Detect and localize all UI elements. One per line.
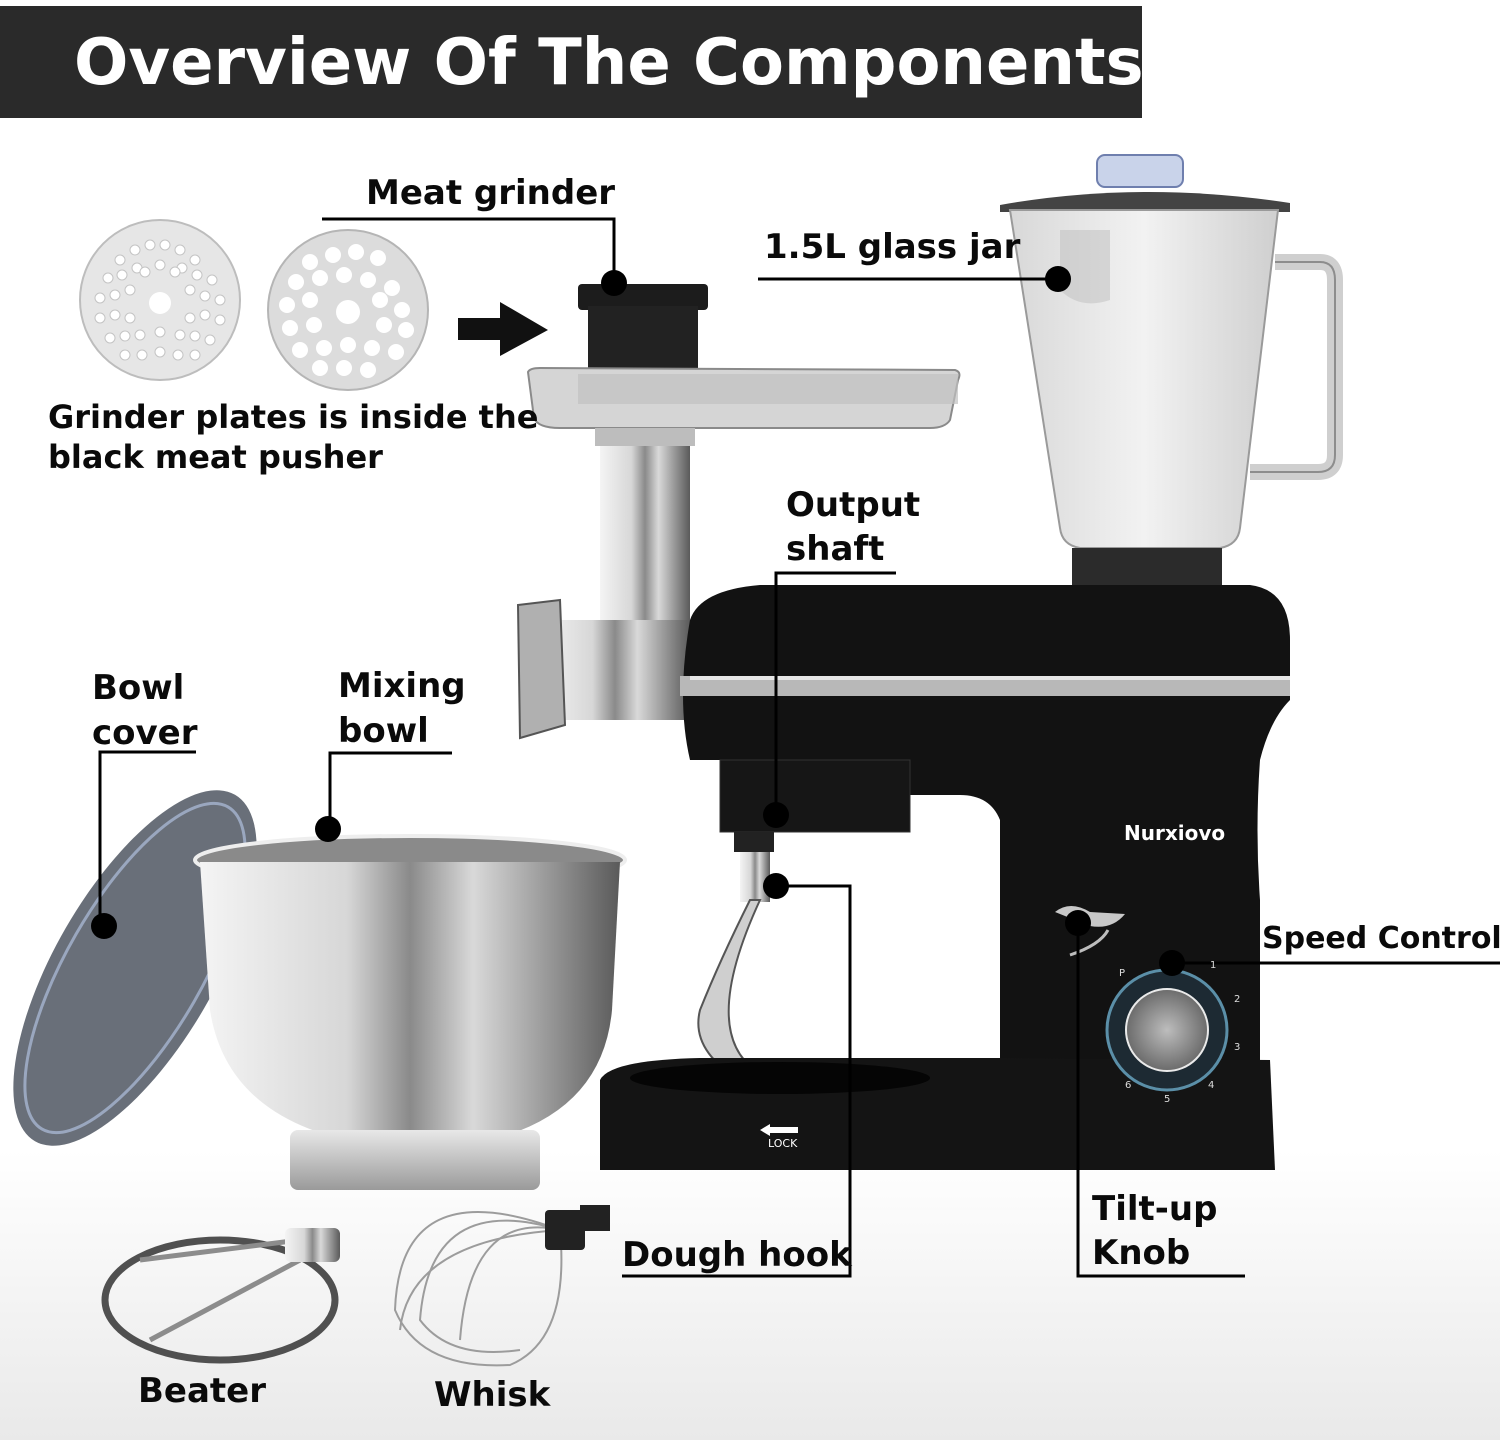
label-whisk: Whisk [434, 1375, 551, 1415]
dot-meat-grinder-icon [601, 270, 627, 296]
dot-tilt-up-knob-icon [1065, 910, 1091, 936]
speed-mark-p: P [1119, 968, 1126, 979]
label-dough-hook: Dough hook [622, 1235, 852, 1275]
dot-dough-hook-icon [763, 873, 789, 899]
stand-mixer-body [600, 585, 1290, 1170]
dot-bowl-cover-icon [91, 913, 117, 939]
label-meat-grinder: Meat grinder [366, 173, 616, 213]
arrow-right-icon [458, 302, 548, 356]
dot-output-shaft-icon [763, 802, 789, 828]
dot-speed-control-icon [1159, 950, 1185, 976]
title-banner: Overview Of The Components [0, 6, 1144, 118]
label-mixing-bowl-line1: Mixing [338, 666, 466, 706]
speed-mark-2: 2 [1234, 994, 1241, 1005]
label-grinder-plates-line1: Grinder plates is inside the [48, 398, 539, 436]
meat-grinder-attachment [516, 284, 961, 740]
speed-dial-knob [1125, 988, 1209, 1072]
label-tilt-up-knob-line2: Knob [1092, 1233, 1191, 1273]
callout-leader-lines [98, 217, 1500, 1278]
bowl-cover [13, 790, 257, 1146]
mixing-bowl [193, 834, 627, 1190]
label-bowl-cover-line1: Bowl [92, 668, 185, 708]
page-title: Overview Of The Components [74, 26, 1144, 100]
speed-mark-4: 4 [1208, 1080, 1215, 1091]
label-mixing-bowl-line2: bowl [338, 711, 429, 751]
grinder-plate-coarse-icon [267, 229, 429, 391]
speed-mark-6: 6 [1125, 1080, 1132, 1091]
whisk-attachment [393, 1205, 610, 1367]
lock-arrow-icon [760, 1124, 798, 1136]
callout-dots [91, 266, 1185, 976]
floor-shadow [0, 1150, 1500, 1440]
label-output-shaft-line1: Output [786, 485, 921, 525]
label-glass-jar: 1.5L glass jar [764, 227, 1021, 267]
lock-marking: LOCK [768, 1137, 798, 1150]
beater-attachment [101, 1228, 340, 1364]
label-beater: Beater [138, 1371, 266, 1411]
label-output-shaft-line2: shaft [786, 529, 885, 569]
dot-glass-jar-icon [1045, 266, 1071, 292]
label-tilt-up-knob-line1: Tilt-up [1092, 1189, 1218, 1229]
label-grinder-plates-line2: black meat pusher [48, 438, 383, 476]
dot-mixing-bowl-icon [315, 816, 341, 842]
speed-mark-5: 5 [1164, 1094, 1171, 1105]
brand-logo: Nurxiovo [1124, 821, 1226, 845]
speed-mark-3: 3 [1234, 1042, 1241, 1053]
label-bowl-cover-line2: cover [92, 713, 198, 753]
label-speed-control: Speed Control [1262, 921, 1500, 956]
speed-mark-1: 1 [1210, 960, 1217, 971]
grinder-plate-fine-icon [79, 219, 241, 381]
blender-glass-jar [1000, 154, 1343, 588]
